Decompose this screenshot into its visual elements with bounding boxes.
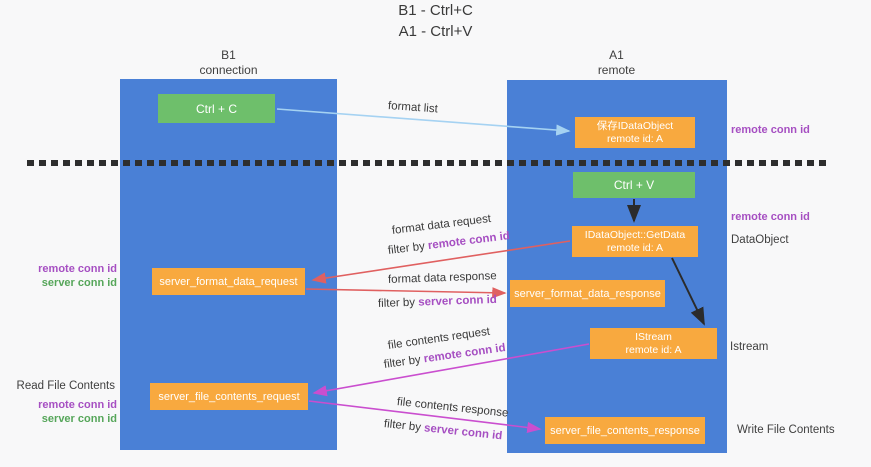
- node-ctrl-v: Ctrl + V: [573, 172, 695, 198]
- ctrl-v-label: Ctrl + V: [613, 178, 655, 192]
- label-filter-by-server-1: filter by server conn id: [378, 294, 497, 310]
- right-label-istream: Istream: [730, 341, 769, 353]
- remote-conn-id-text: remote conn id: [427, 230, 511, 253]
- title-line-2: A1 - Ctrl+V: [398, 23, 473, 40]
- filter-by-text: filter by: [383, 353, 425, 371]
- right-label-write-file-contents: Write File Contents: [737, 424, 835, 436]
- ctrl-c-label: Ctrl + C: [195, 101, 237, 116]
- node-server-format-data-request: server_format_data_request: [152, 268, 305, 295]
- label-filter-by-server-2: filter by server conn id: [383, 418, 502, 442]
- node-server-file-contents-response: server_file_contents_response: [545, 417, 705, 444]
- getdata-line2: remote id: A: [606, 241, 664, 254]
- istream-line2: remote id: A: [625, 343, 682, 356]
- node-save-idataobject: 保存IDataObject remote id: A: [575, 117, 695, 148]
- node-istream: IStream remote id: A: [590, 328, 717, 359]
- right-label-dataobject: DataObject: [731, 234, 789, 246]
- left-label-read-file-contents: Read File Contents: [16, 380, 115, 392]
- left-label-conn-ids-mid: remote conn id server conn id: [22, 262, 117, 290]
- label-file-contents-response: file contents response: [396, 396, 509, 420]
- right-label-remote-conn-id-top: remote conn id: [731, 124, 810, 136]
- getdata-line1: IDataObject::GetData: [584, 228, 686, 241]
- left-label-conn-ids-bottom: remote conn id server conn id: [22, 398, 117, 426]
- column-a1-role: remote: [597, 63, 636, 77]
- left-remote-conn-id-bottom: remote conn id: [38, 399, 117, 411]
- server-format-data-response-label: server_format_data_response: [514, 287, 661, 300]
- node-server-format-data-response: server_format_data_response: [510, 280, 665, 307]
- server-conn-id-text: server conn id: [418, 293, 498, 309]
- save-idataobject-line1: 保存IDataObject: [596, 119, 674, 132]
- column-a1-name: A1: [609, 48, 624, 62]
- remote-conn-id-text: remote conn id: [423, 341, 507, 366]
- title-line-1: B1 - Ctrl+C: [398, 2, 473, 19]
- istream-line1: IStream: [635, 330, 672, 343]
- node-idataobject-getdata: IDataObject::GetData remote id: A: [572, 226, 698, 257]
- left-remote-conn-id-mid: remote conn id: [38, 263, 117, 275]
- server-conn-id-text: server conn id: [423, 422, 503, 443]
- node-server-file-contents-request: server_file_contents_request: [150, 383, 308, 410]
- right-label-remote-conn-id-mid: remote conn id: [731, 211, 810, 223]
- diagram-title: B1 - Ctrl+C A1 - Ctrl+V: [0, 0, 871, 42]
- left-server-conn-id-bottom: server conn id: [41, 413, 117, 425]
- filter-by-text: filter by: [387, 240, 429, 257]
- column-b1-name: B1: [221, 48, 236, 62]
- label-format-data-response: format data response: [387, 270, 497, 286]
- server-format-data-request-label: server_format_data_request: [159, 275, 298, 288]
- filter-by-text: filter by: [383, 418, 425, 435]
- label-format-list: format list: [387, 100, 439, 116]
- column-b1-role: connection: [199, 63, 258, 77]
- column-header-a1: A1 remote: [558, 48, 675, 78]
- save-idataobject-line2: remote id: A: [606, 132, 664, 145]
- server-file-contents-response-label: server_file_contents_response: [550, 424, 700, 437]
- column-header-b1: B1 connection: [170, 48, 287, 78]
- left-server-conn-id-mid: server conn id: [41, 277, 117, 289]
- filter-by-text: filter by: [377, 296, 419, 310]
- dashed-separator-line: [27, 160, 830, 166]
- node-ctrl-c: Ctrl + C: [158, 94, 275, 123]
- server-file-contents-request-label: server_file_contents_request: [158, 390, 300, 403]
